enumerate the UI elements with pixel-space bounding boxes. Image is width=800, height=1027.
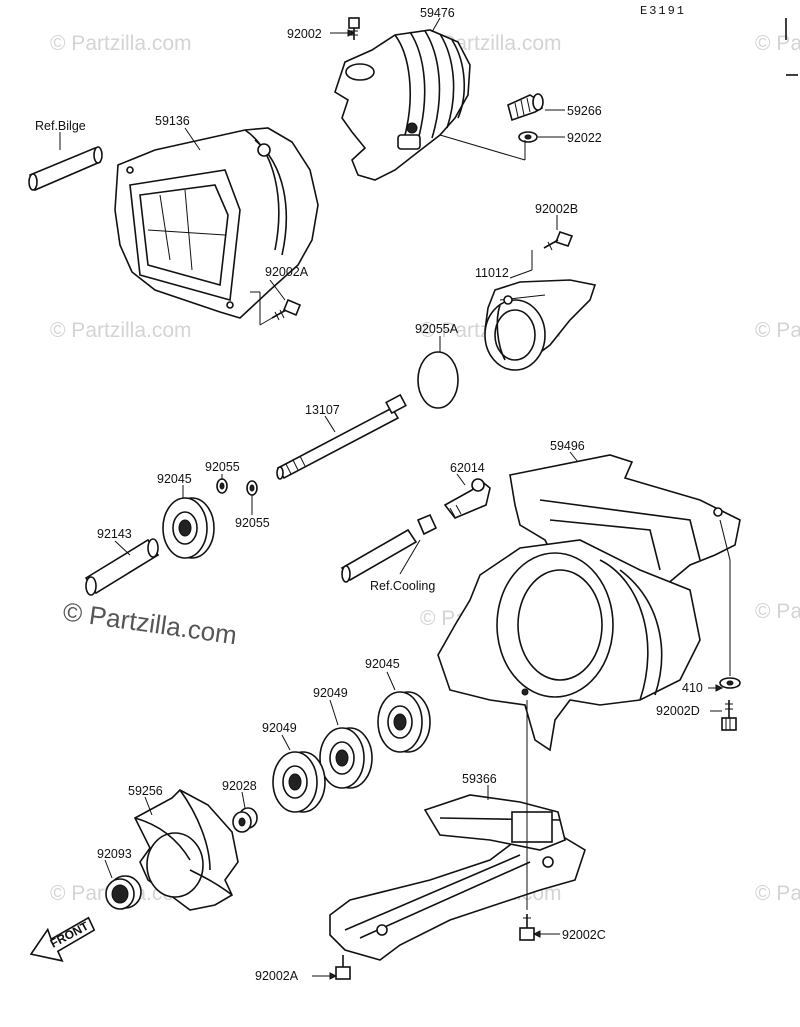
sleeve-92143[interactable] bbox=[84, 538, 160, 596]
label-410[interactable]: 410 bbox=[682, 681, 703, 695]
washer-92055-a[interactable] bbox=[216, 478, 228, 494]
bearing-92049-b[interactable] bbox=[272, 751, 326, 813]
bearing-92045-upper[interactable] bbox=[162, 497, 215, 559]
part-labels: 92002 59476 59266 92022 Ref.Bilge 59136 … bbox=[35, 6, 703, 983]
label-13107[interactable]: 13107 bbox=[305, 403, 340, 417]
label-92002-top[interactable]: 92002 bbox=[287, 27, 322, 41]
label-92002A-upper[interactable]: 92002A bbox=[265, 265, 309, 279]
label-92022[interactable]: 92022 bbox=[567, 131, 602, 145]
label-92045-upper[interactable]: 92045 bbox=[157, 472, 192, 486]
label-59366[interactable]: 59366 bbox=[462, 772, 497, 786]
bearing-92049-a[interactable] bbox=[319, 727, 373, 789]
watermark-3: © Partzilla.com bbox=[755, 32, 800, 55]
label-ref-cooling: Ref.Cooling bbox=[370, 579, 435, 593]
nozzle-11012[interactable] bbox=[484, 279, 597, 371]
label-92049-a[interactable]: 92049 bbox=[313, 686, 348, 700]
seal-92093[interactable] bbox=[105, 875, 142, 910]
fitting-59266[interactable] bbox=[507, 93, 544, 122]
pump-cover-59476[interactable] bbox=[334, 29, 471, 181]
bolt-92002A-upper[interactable] bbox=[271, 298, 302, 321]
label-92045-lower[interactable]: 92045 bbox=[365, 657, 400, 671]
label-92055-a[interactable]: 92055 bbox=[205, 460, 240, 474]
bolt-92002B[interactable] bbox=[543, 231, 574, 251]
bilge-hose bbox=[28, 146, 103, 192]
label-92049-b[interactable]: 92049 bbox=[262, 721, 297, 735]
watermark-11: © Partzilla.com bbox=[755, 882, 800, 905]
label-92028[interactable]: 92028 bbox=[222, 779, 257, 793]
label-92055-b[interactable]: 92055 bbox=[235, 516, 270, 530]
label-11012[interactable]: 11012 bbox=[475, 266, 509, 280]
label-62014[interactable]: 62014 bbox=[450, 461, 485, 475]
bolt-92002A-lower[interactable] bbox=[335, 955, 351, 980]
ride-plate-59366[interactable] bbox=[329, 794, 586, 961]
label-92002C[interactable]: 92002C bbox=[562, 928, 606, 942]
watermark-main: © Partzilla.com bbox=[61, 596, 239, 650]
leader-lines bbox=[59, 17, 731, 977]
bolt-92002D[interactable] bbox=[721, 700, 737, 731]
label-59266[interactable]: 59266 bbox=[567, 104, 602, 118]
watermark-8: © Partzilla.com bbox=[755, 600, 800, 623]
watermark-4: © Partzilla.com bbox=[50, 319, 192, 342]
label-59496[interactable]: 59496 bbox=[550, 439, 585, 453]
front-direction-arrow: FRONT bbox=[29, 916, 96, 962]
watermark-1: © Partzilla.com bbox=[50, 32, 192, 55]
label-92143[interactable]: 92143 bbox=[97, 527, 132, 541]
label-59256[interactable]: 59256 bbox=[128, 784, 163, 798]
watermark-6: © Partzilla.com bbox=[755, 319, 800, 342]
fitting-62014[interactable] bbox=[443, 478, 491, 519]
label-ref-bilge: Ref.Bilge bbox=[35, 119, 86, 133]
washer-92055-b[interactable] bbox=[246, 480, 258, 496]
label-92002A-lower[interactable]: 92002A bbox=[255, 969, 299, 983]
label-59136[interactable]: 59136 bbox=[155, 114, 190, 128]
spacer-92028[interactable] bbox=[232, 807, 258, 833]
label-92093[interactable]: 92093 bbox=[97, 847, 132, 861]
o-ring-92055A[interactable] bbox=[417, 351, 459, 409]
pump-housing-59136[interactable] bbox=[114, 127, 319, 319]
label-92055A[interactable]: 92055A bbox=[415, 322, 459, 336]
label-59476[interactable]: 59476 bbox=[420, 6, 455, 20]
washer-92022[interactable] bbox=[518, 131, 538, 143]
impeller-59256[interactable] bbox=[133, 789, 239, 911]
bearing-92045-lower[interactable] bbox=[377, 691, 431, 753]
cooling-hose bbox=[340, 513, 438, 583]
label-92002D[interactable]: 92002D bbox=[656, 704, 700, 718]
diagram-code: E3191 bbox=[640, 4, 686, 18]
label-92002B[interactable]: 92002B bbox=[535, 202, 578, 216]
shaft-13107[interactable] bbox=[276, 393, 407, 480]
label-arrowheads bbox=[329, 29, 724, 980]
washer-410[interactable] bbox=[719, 677, 741, 689]
bolt-92002C[interactable] bbox=[519, 914, 535, 941]
pump-case-59496[interactable] bbox=[437, 454, 741, 752]
bolt-92002-top[interactable] bbox=[348, 17, 360, 40]
